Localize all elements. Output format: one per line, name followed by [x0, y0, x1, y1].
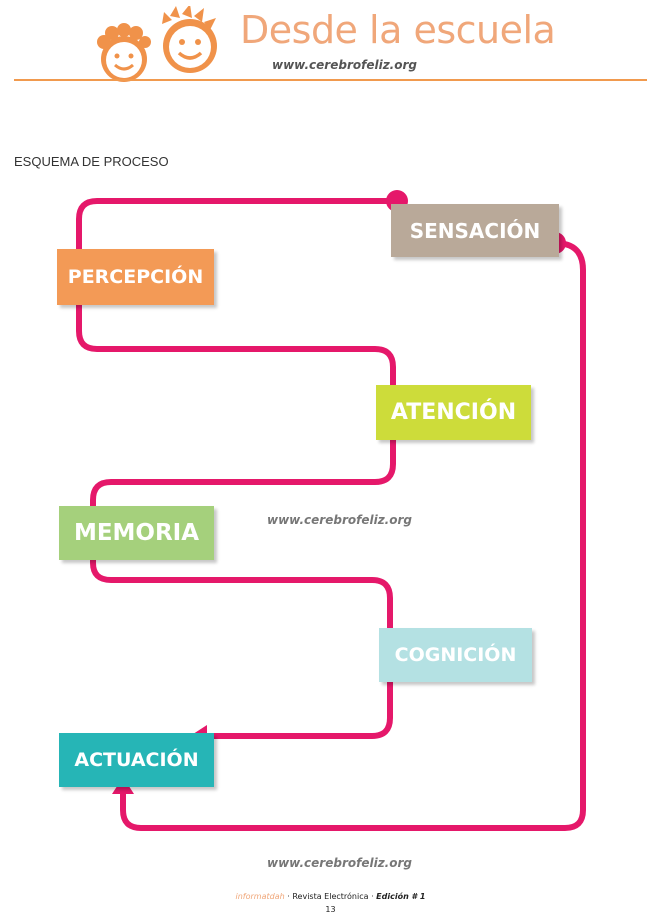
header-url[interactable]: www.cerebrofeliz.org: [272, 58, 417, 72]
header-divider: [14, 79, 647, 81]
header-title: Desde la escuela: [240, 8, 556, 52]
node-memoria: MEMORIA: [59, 506, 214, 560]
node-atencion-label: ATENCIÓN: [390, 400, 517, 425]
footer-separator: ·: [371, 892, 374, 901]
footer-edition: Edición # 1: [376, 892, 426, 901]
node-percepcion-label: PERCEPCIÓN: [67, 266, 204, 288]
node-atencion: ATENCIÓN: [376, 385, 531, 440]
node-memoria-label: MEMORIA: [73, 520, 200, 546]
node-sensacion-label: SENSACIÓN: [409, 218, 541, 243]
footer-separator: ·: [287, 892, 290, 901]
page-number: 13: [325, 905, 336, 914]
node-actuacion: ACTUACIÓN: [59, 733, 214, 787]
node-cognicion: COGNICIÓN: [379, 628, 532, 682]
node-actuacion-label: ACTUACIÓN: [74, 749, 199, 771]
section-title: ESQUEMA DE PROCESO: [14, 154, 169, 169]
node-sensacion: SENSACIÓN: [391, 204, 559, 257]
watermark-mid: www.cerebrofeliz.org: [267, 513, 412, 527]
node-cognicion-label: COGNICIÓN: [394, 644, 517, 666]
connector-percepcion-atencion: [76, 302, 396, 388]
connector-cognicion-actuacion: [204, 679, 393, 739]
connector-sensacion-actuacion: [120, 240, 586, 831]
watermark-bottom: www.cerebrofeliz.org: [267, 856, 412, 870]
node-percepcion: PERCEPCIÓN: [57, 249, 214, 305]
footer-magazine: Revista Electrónica: [292, 892, 369, 901]
connector-atencion-memoria: [90, 437, 396, 513]
logo-faces-icon: [97, 6, 217, 82]
connector-sensacion-percepcion: [76, 198, 400, 252]
footer-brand: informatdah: [235, 892, 285, 901]
footer: informatdah · Revista Electrónica · Edic…: [0, 892, 661, 901]
connector-memoria-cognicion: [90, 557, 393, 631]
logo: [90, 6, 235, 86]
